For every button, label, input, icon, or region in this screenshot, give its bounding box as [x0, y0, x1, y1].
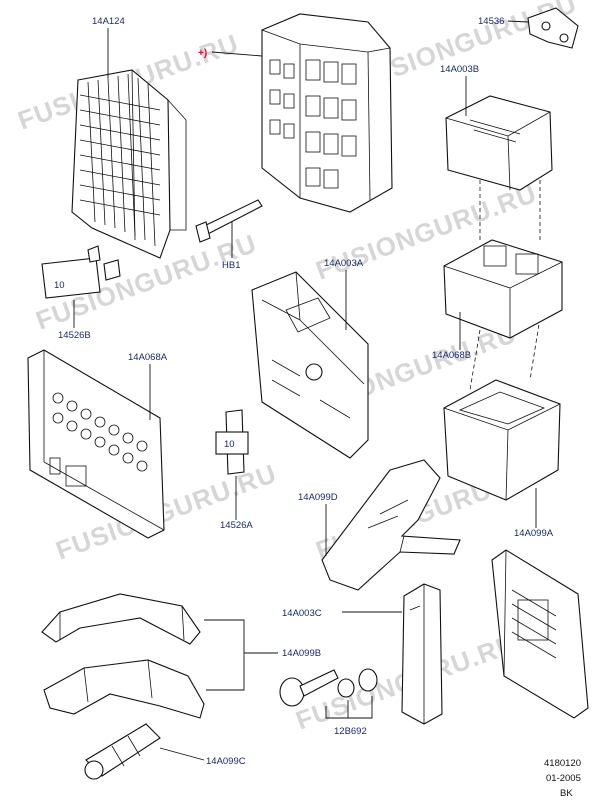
part-ecu-module: [491, 549, 589, 719]
callout-14A068B: 14A068B: [432, 350, 471, 361]
callout-14A099A: 14A099A: [514, 528, 554, 539]
alignment-lines: [469, 180, 541, 391]
callout-14526A: 14526A: [220, 520, 253, 531]
callout-12B692: 12B692: [334, 726, 367, 737]
part-main-fusebox-housing: +): [198, 13, 393, 213]
part-14A099A-box: 14A099A: [443, 379, 561, 539]
fuse-rating: 10: [224, 439, 235, 450]
part-14A124-grid-cover: 14A124: [71, 16, 187, 259]
callout-14A099C: 14A099C: [206, 756, 246, 767]
part-12B692-fasteners: 12B692: [279, 668, 378, 737]
callout-14A068A: 14A068A: [128, 352, 168, 363]
callout-14A003C: 14A003C: [282, 608, 322, 619]
part-14A068B-relay-base: 14A068B: [432, 239, 563, 361]
part-14A099B-brackets: 14A099B: [41, 593, 321, 719]
diagram-number: 4180120: [544, 758, 581, 769]
callout-14A124: 14A124: [92, 16, 125, 27]
part-14536-clip: 14536: [478, 7, 579, 49]
part-14A099D-bracket: 14A099D: [298, 459, 461, 591]
callout-asterisk: +): [198, 48, 207, 59]
diagram-code: BK: [560, 788, 573, 799]
callout-14A099B: 14A099B: [282, 648, 321, 659]
part-14A068A-fuse-panel: 14A068A: [27, 349, 168, 539]
callout-14A099D: 14A099D: [298, 492, 338, 503]
callout-14536: 14536: [478, 16, 504, 27]
fuse-cavities: [269, 59, 357, 189]
fuse-rating: 10: [54, 280, 65, 291]
part-14A003C-cover: 14A003C: [282, 583, 443, 725]
part-HB1-bolt: HB1: [195, 199, 263, 271]
part-14A003A-carrier: 14A003A: [251, 258, 369, 459]
grid-pattern: [79, 73, 161, 247]
part-14526B-fuse: 10 14526B: [41, 245, 121, 341]
callout-14A003B: 14A003B: [440, 64, 479, 75]
part-14526A-fuse: 10 14526A: [215, 409, 253, 531]
diagram-date: 01-2005: [546, 773, 581, 784]
part-14A003B-relay-cover: 14A003B: [440, 64, 553, 191]
fuse-slots: [49, 392, 148, 487]
info-block: 4180120 01-2005 BK: [544, 758, 581, 799]
part-14A099C-connector: 14A099C: [84, 723, 246, 780]
callout-HB1: HB1: [222, 260, 240, 271]
callout-14526B: 14526B: [58, 330, 91, 341]
callout-14A003A: 14A003A: [324, 258, 364, 269]
